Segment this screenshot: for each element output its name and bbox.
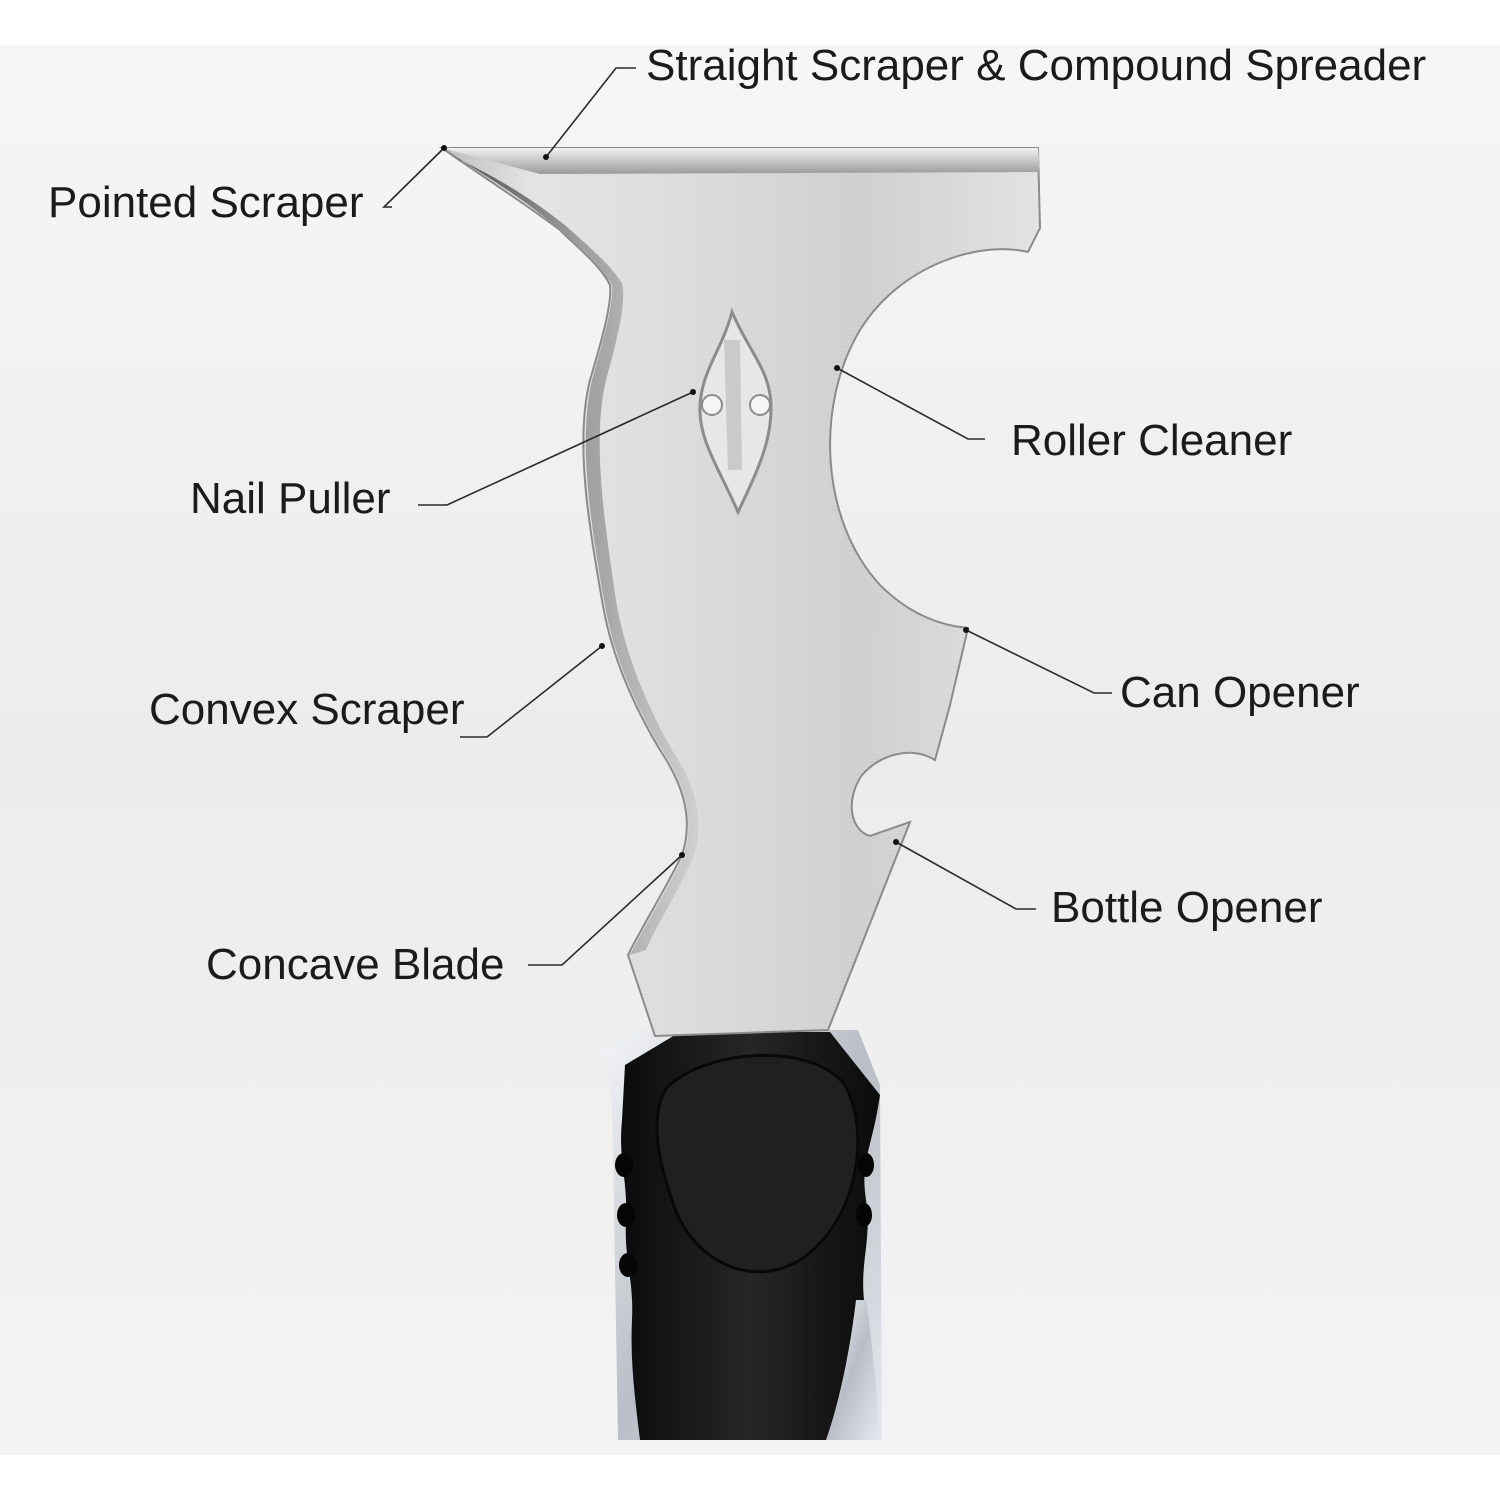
leader-convex-scraper (460, 645, 603, 738)
leader-roller-cleaner (836, 367, 985, 440)
handle-thumb-pad (655, 1053, 860, 1274)
leader-concave-blade (528, 854, 683, 966)
leader-pointed-scraper (382, 147, 445, 208)
label-pointed-scraper: Pointed Scraper (48, 178, 364, 227)
label-roller-cleaner: Roller Cleaner (1011, 416, 1293, 465)
label-convex-scraper: Convex Scraper (149, 685, 465, 734)
label-concave-blade: Concave Blade (206, 940, 505, 989)
leader-lines (382, 67, 1112, 966)
handle-silver-accent (826, 1300, 880, 1440)
leader-bottle-opener (895, 841, 1036, 910)
label-bottle-opener: Bottle Opener (1051, 883, 1323, 932)
leader-can-opener (965, 629, 1112, 694)
leader-straight-scraper (545, 67, 636, 158)
tool-blade (438, 147, 1042, 1038)
leader-nail-puller (418, 391, 694, 506)
tool-handle (604, 1030, 882, 1440)
straight-edge-bevel (442, 148, 1040, 174)
label-can-opener: Can Opener (1120, 668, 1360, 717)
leader-dots (441, 145, 969, 858)
label-nail-puller: Nail Puller (190, 474, 391, 523)
label-straight-scraper: Straight Scraper & Compound Spreader (646, 41, 1427, 90)
